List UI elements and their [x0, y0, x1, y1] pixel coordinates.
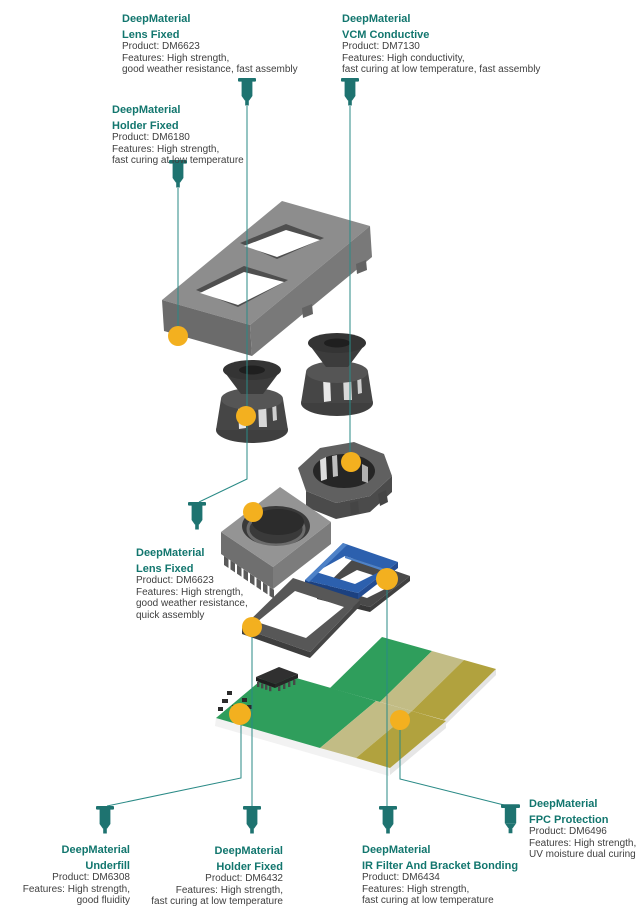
- callout-line: Product: DM6623: [122, 41, 200, 52]
- blue-bracket-frame: [305, 543, 398, 599]
- syringe-icon: [501, 804, 520, 834]
- brand-name: DeepMaterial: [214, 845, 283, 857]
- callout-line: good weather resistance, fast assembly: [122, 64, 298, 75]
- main-pcb: [215, 667, 446, 776]
- brand-name: DeepMaterial: [61, 844, 130, 856]
- vcm-holder: [298, 442, 392, 519]
- syringe-icon: [341, 78, 359, 106]
- leader-underfill: [106, 714, 242, 807]
- callout-title: Lens Fixed: [136, 563, 194, 575]
- callout-line: fast curing at low temperature, fast ass…: [342, 64, 541, 75]
- callout-line: Product: DM6623: [136, 575, 214, 586]
- leader-fpc-protection: [399, 721, 509, 807]
- syringe-icon: [96, 806, 114, 834]
- shield-bracket: [162, 201, 372, 356]
- callout-line: Product: DM6496: [529, 826, 607, 837]
- callout-line: Features: High strength,: [136, 586, 244, 598]
- callout-line: fast curing at low temperature: [362, 895, 494, 906]
- callout-line: Features: High strength,: [22, 883, 130, 895]
- leader-lines: [106, 106, 509, 807]
- lens-barrel-right: [301, 333, 373, 416]
- callout-line: Features: High strength,: [529, 837, 637, 849]
- callout-underfill: DeepMaterial Underfill Product: DM6308 F…: [0, 844, 130, 907]
- glue-dot: [242, 617, 262, 637]
- ir-filter-frame: [242, 578, 360, 658]
- syringe-icon: [379, 806, 397, 834]
- ic-chip: [256, 667, 298, 692]
- callout-line: Features: High conductivity,: [342, 52, 465, 64]
- callout-line: quick assembly: [136, 609, 205, 621]
- callout-title: FPC Protection: [529, 814, 609, 826]
- glue-dot: [229, 703, 251, 725]
- glue-dot: [168, 326, 188, 346]
- brand-name: DeepMaterial: [136, 547, 205, 559]
- callout-line: Product: DM7130: [342, 41, 420, 52]
- callout-title: Underfill: [85, 860, 130, 872]
- glue-dot: [243, 502, 263, 522]
- callout-title: VCM Conductive: [342, 29, 430, 41]
- brand-name: DeepMaterial: [529, 798, 598, 810]
- callout-lens-fixed-mid: DeepMaterial Lens Fixed Product: DM6623 …: [136, 547, 248, 621]
- callout-title: Holder Fixed: [216, 861, 283, 873]
- syringe-icon: [188, 502, 206, 530]
- callout-lens-fixed-top: DeepMaterial Lens Fixed Product: DM6623 …: [122, 13, 298, 76]
- callout-title: Lens Fixed: [122, 29, 180, 41]
- callout-vcm-conductive: DeepMaterial VCM Conductive Product: DM7…: [342, 13, 540, 76]
- glue-dot: [341, 452, 361, 472]
- callout-fpc-protection: DeepMaterial FPC Protection Product: DM6…: [529, 798, 636, 861]
- callout-line: Product: DM6180: [112, 132, 190, 143]
- callout-line: fast curing at low temperature: [151, 896, 283, 907]
- callout-holder-fixed-top: DeepMaterial Holder Fixed Product: DM618…: [112, 104, 244, 167]
- callout-line: Features: High strength,: [362, 883, 470, 895]
- callout-line: Features: High strength,: [175, 884, 283, 896]
- brand-name: DeepMaterial: [362, 844, 431, 856]
- lens-barrel-left: [216, 360, 288, 443]
- brand-name: DeepMaterial: [112, 104, 181, 116]
- callout-line: Features: High strength,: [112, 143, 220, 155]
- callout-title: Holder Fixed: [112, 120, 179, 132]
- glue-dot: [390, 710, 410, 730]
- callout-line: good weather resistance,: [136, 598, 248, 609]
- callout-line: Product: DM6432: [205, 873, 283, 884]
- callout-line: fast curing at low temperature: [112, 155, 244, 166]
- callout-line: Product: DM6434: [362, 872, 440, 883]
- glue-dots: [168, 326, 410, 730]
- leader-lens-fixed: [198, 106, 248, 503]
- callout-title: IR Filter And Bracket Bonding: [362, 860, 519, 872]
- callout-holder-fixed-bottom: DeepMaterial Holder Fixed Product: DM643…: [133, 845, 283, 908]
- brand-name: DeepMaterial: [342, 13, 411, 25]
- brand-name: DeepMaterial: [122, 13, 191, 25]
- callout-line: Features: High strength,: [122, 52, 230, 64]
- callout-ir-filter-bonding: DeepMaterial IR Filter And Bracket Bondi…: [362, 844, 518, 907]
- callout-line: UV moisture dual curing: [529, 849, 636, 860]
- syringe-icon: [243, 806, 261, 834]
- glue-dot: [376, 568, 398, 590]
- callout-line: Product: DM6308: [52, 872, 130, 883]
- callout-line: good fluidity: [76, 895, 130, 906]
- syringe-icon: [238, 78, 256, 106]
- glue-dot: [236, 406, 256, 426]
